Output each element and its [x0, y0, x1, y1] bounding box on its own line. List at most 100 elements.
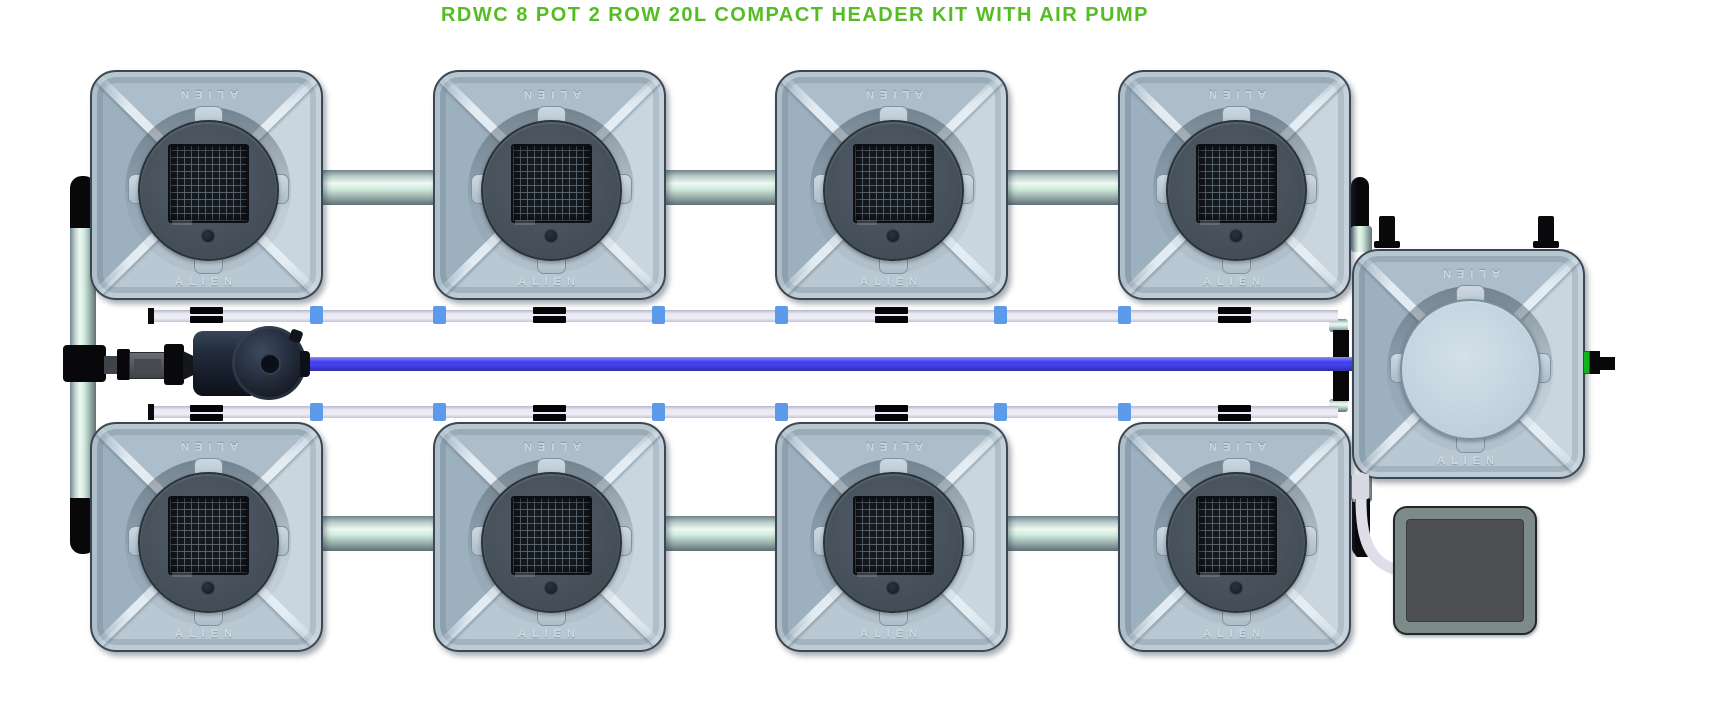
lid-hole [1229, 581, 1243, 595]
pot-lid [1400, 299, 1541, 440]
pipe-clip-bottom-3 [875, 405, 908, 412]
pot-brand-bottom: ALIEN [175, 276, 238, 288]
pipe-connector-bottom-2 [433, 403, 446, 421]
pipe-connector-top-1 [310, 306, 323, 324]
lid-mesh-vent [511, 496, 592, 575]
pot-brand-top: ALIEN [860, 440, 923, 452]
lid-mesh-vent [511, 144, 592, 223]
lid-hole [201, 581, 215, 595]
pipe-clip-bottom-2 [533, 414, 566, 421]
lid-print-mark [515, 220, 535, 225]
lid-mesh-vent [168, 496, 249, 575]
right-stub-top [1351, 226, 1372, 252]
lid-mesh-vent [853, 144, 934, 223]
interconnect-pipe-bottom-1 [317, 516, 439, 551]
pipe-connector-top-3 [652, 306, 665, 324]
right-stub-bottom [1351, 474, 1372, 502]
pipe-clip-top-2 [533, 307, 566, 314]
right-elbow-top [1351, 177, 1369, 228]
pot-6: ALIEN ALIEN [433, 422, 666, 652]
pot-3: ALIEN ALIEN [775, 70, 1008, 300]
return-pipe-bottom-end-cap [148, 404, 154, 420]
pipe-clip-top-4 [1218, 316, 1251, 323]
manifold-coupler-top [1329, 319, 1348, 332]
inline-valve [129, 352, 166, 379]
pipe-connector-bottom-4 [775, 403, 788, 421]
lid-print-mark [172, 572, 192, 577]
pipe-connector-bottom-3 [652, 403, 665, 421]
pipe-clip-top-2 [533, 316, 566, 323]
lid-print-mark [857, 572, 877, 577]
float-valve-body [1590, 351, 1600, 374]
air-pump [1393, 506, 1537, 635]
lid-print-mark [1200, 220, 1220, 225]
pot-brand-top: ALIEN [1437, 267, 1500, 279]
lid-hole [544, 229, 558, 243]
interconnect-pipe-bottom-3 [1002, 516, 1124, 551]
pot-brand-bottom: ALIEN [860, 628, 923, 640]
header-tank: ALIEN ALIEN [1352, 249, 1585, 479]
pot-brand-top: ALIEN [1203, 440, 1266, 452]
pipe-clip-bottom-3 [875, 414, 908, 421]
pipe-clip-bottom-1 [190, 405, 223, 412]
return-pipe-top-end-cap [148, 308, 154, 324]
pot-brand-top: ALIEN [860, 88, 923, 100]
lid-mesh-vent [168, 144, 249, 223]
pot-brand-bottom: ALIEN [1437, 455, 1500, 467]
header-port-right-base [1533, 241, 1559, 248]
lid-hole [886, 581, 900, 595]
pipe-connector-bottom-1 [310, 403, 323, 421]
pipe-clip-bottom-4 [1218, 405, 1251, 412]
pipe-clip-bottom-2 [533, 405, 566, 412]
lid-hole [1229, 229, 1243, 243]
header-port-right [1538, 216, 1554, 247]
interconnect-pipe-bottom-2 [660, 516, 781, 551]
pot-brand-bottom: ALIEN [860, 276, 923, 288]
pipe-clip-top-1 [190, 316, 223, 323]
pot-brand-top: ALIEN [1203, 88, 1266, 100]
pot-brand-bottom: ALIEN [518, 276, 581, 288]
pot-7: ALIEN ALIEN [775, 422, 1008, 652]
pipe-connector-bottom-6 [1118, 403, 1131, 421]
pot-1: ALIEN ALIEN [90, 70, 323, 300]
pipe-connector-top-4 [775, 306, 788, 324]
float-valve-fitting-green [1583, 351, 1590, 374]
pipe-clip-top-1 [190, 307, 223, 314]
return-pipe-bottom [150, 406, 1338, 418]
page-title: RDWC 8 POT 2 ROW 20L COMPACT HEADER KIT … [440, 4, 1150, 26]
lid-print-mark [172, 220, 192, 225]
lid-hole [886, 229, 900, 243]
feed-pipe [276, 357, 1352, 371]
pipe-connector-bottom-5 [994, 403, 1007, 421]
pipe-clip-bottom-1 [190, 414, 223, 421]
lid-mesh-vent [853, 496, 934, 575]
lid-print-mark [1200, 572, 1220, 577]
lid-mesh-vent [1196, 496, 1277, 575]
water-pump-outlet [300, 351, 310, 377]
pot-5: ALIEN ALIEN [90, 422, 323, 652]
interconnect-pipe-top-3 [1002, 170, 1124, 205]
water-pump-hub [259, 353, 281, 375]
right-elbow-bottom [1352, 500, 1368, 556]
lid-print-mark [857, 220, 877, 225]
pot-brand-bottom: ALIEN [518, 628, 581, 640]
pipe-clip-top-3 [875, 307, 908, 314]
lid-mesh-vent [1196, 144, 1277, 223]
header-port-left [1379, 216, 1395, 247]
valve-ring [117, 349, 130, 380]
pipe-connector-top-5 [994, 306, 1007, 324]
pipe-clip-bottom-4 [1218, 414, 1251, 421]
interconnect-pipe-top-2 [660, 170, 781, 205]
float-valve-knob [1600, 357, 1615, 370]
pot-8: ALIEN ALIEN [1118, 422, 1351, 652]
pipe-connector-top-6 [1118, 306, 1131, 324]
pot-4: ALIEN ALIEN [1118, 70, 1351, 300]
pipe-clip-top-3 [875, 316, 908, 323]
interconnect-pipe-top-1 [317, 170, 439, 205]
header-port-left-base [1374, 241, 1400, 248]
valve-stub [104, 356, 118, 374]
lid-hole [544, 581, 558, 595]
pot-brand-top: ALIEN [175, 440, 238, 452]
air-pump-face [1406, 519, 1524, 622]
